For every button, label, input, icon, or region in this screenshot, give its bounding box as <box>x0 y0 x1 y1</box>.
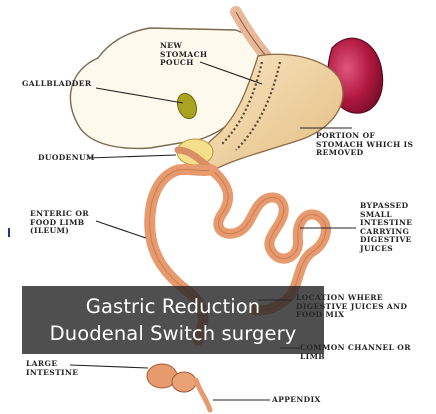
label-portion-removed: Portion of stomach which is removed <box>316 132 413 158</box>
label-gallbladder: Gallbladder <box>22 80 92 89</box>
label-bypassed-intestine: Bypassed small intestine carrying digest… <box>360 202 412 254</box>
label-enteric-limb: Enteric or Food Limb (Ileum) <box>30 210 89 236</box>
caption-line-1: Gastric Reduction <box>22 293 324 320</box>
label-new-stomach-pouch: New Stomach Pouch <box>160 42 208 68</box>
label-duodenum: Duodenum <box>38 154 95 163</box>
appendix-organ <box>196 380 210 410</box>
edge-mark <box>8 228 10 237</box>
label-appendix: Appendix <box>272 396 321 405</box>
caption-overlay: Gastric Reduction Duodenal Switch surger… <box>22 286 324 354</box>
caption-line-2: Duodenal Switch surgery <box>22 320 324 347</box>
label-large-intestine: Large Intestine <box>26 360 78 377</box>
